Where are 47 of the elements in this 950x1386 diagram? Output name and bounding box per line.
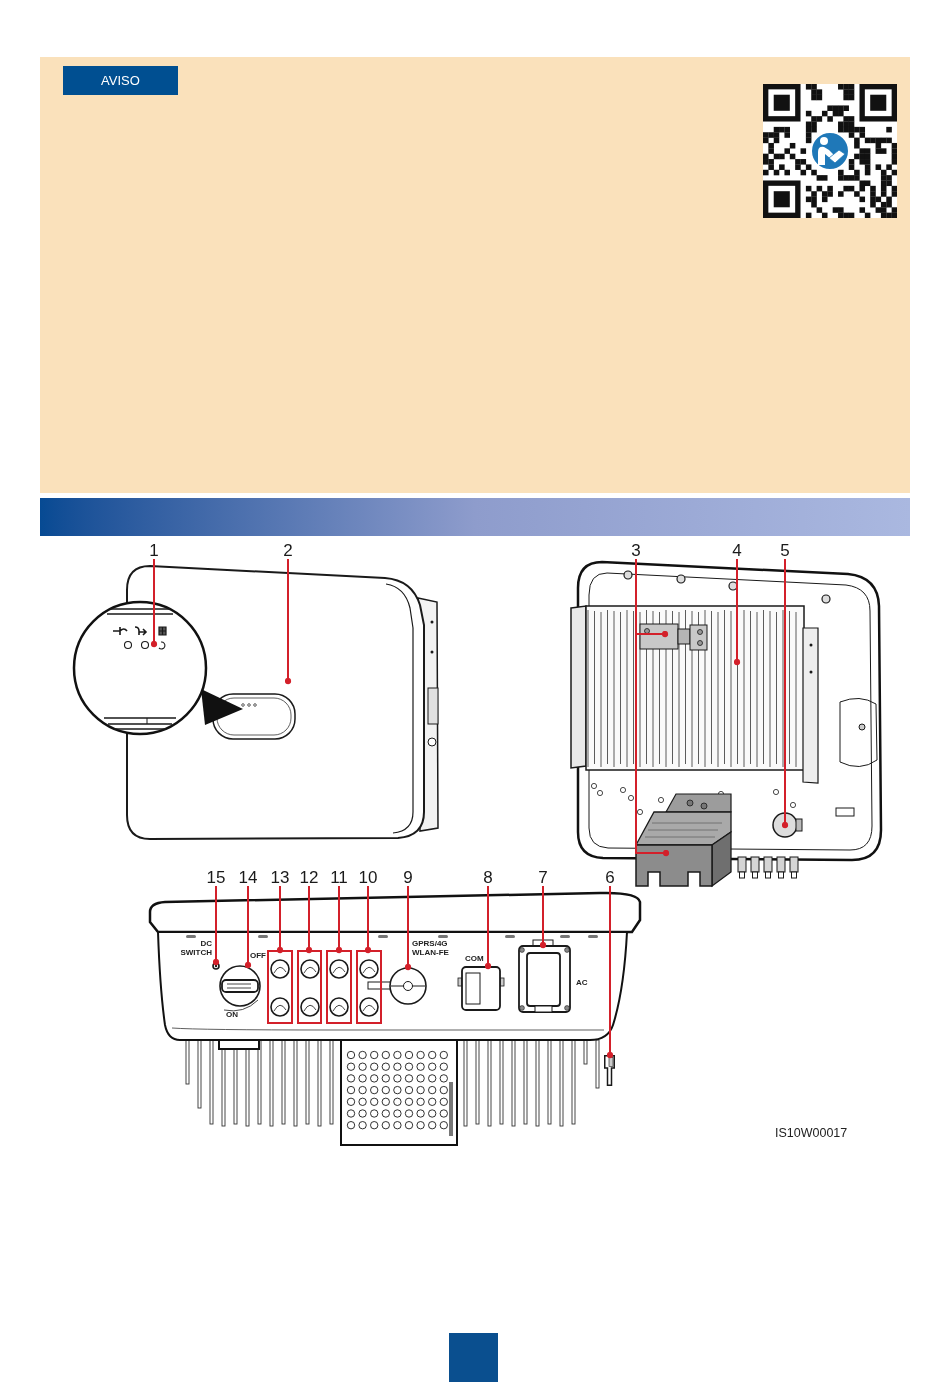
figure-code: IS10W00017 (775, 1127, 848, 1140)
leader-line (781, 558, 789, 829)
leader-line (484, 885, 492, 970)
callout-number: 7 (538, 869, 548, 886)
leader-line (284, 558, 292, 685)
notice-panel (40, 57, 910, 493)
leader-line (364, 885, 372, 954)
leader-line (276, 885, 284, 954)
ground-bolt (604, 1055, 615, 1086)
callout-number: 9 (403, 869, 413, 886)
callout-number: 8 (483, 869, 493, 886)
callout-number: 4 (732, 542, 742, 559)
callout-number: 14 (238, 869, 258, 886)
dc-switch (219, 965, 261, 1007)
highlight-frame (297, 950, 322, 1024)
callout-number: 11 (330, 869, 348, 886)
callout-number: 2 (283, 542, 293, 559)
port-label: AC (576, 979, 588, 988)
callout-number: 10 (358, 869, 378, 886)
callout-number: 15 (206, 869, 226, 886)
leader-line (606, 885, 614, 1059)
highlight-frame (267, 950, 293, 1024)
com-port (461, 966, 501, 1011)
highlight-frame (326, 950, 352, 1024)
callout-number: 12 (299, 869, 319, 886)
antenna-port (389, 967, 427, 1005)
leader-line (305, 885, 313, 954)
port-label: ON (226, 1011, 238, 1020)
port-label: COM (465, 955, 484, 964)
callout-number: 5 (780, 542, 790, 559)
highlight-frame (356, 950, 382, 1024)
leader-line (539, 885, 547, 949)
lock-screw (212, 962, 220, 970)
callout-number: 13 (270, 869, 290, 886)
leader-line (212, 885, 220, 966)
port-label: GPRS/4G WLAN-FE (412, 940, 450, 958)
leader-line (244, 885, 252, 969)
leader-line (733, 558, 741, 666)
notice-badge: AVISO (63, 66, 178, 95)
port-label: DC SWITCH (179, 940, 212, 958)
callout-number: 3 (631, 542, 641, 559)
ac-port (518, 945, 571, 1013)
leader-line (404, 885, 412, 971)
leader-line (335, 885, 343, 954)
callout-number: 1 (149, 542, 159, 559)
callout-number: 6 (605, 869, 615, 886)
port-label: OFF (250, 952, 266, 961)
